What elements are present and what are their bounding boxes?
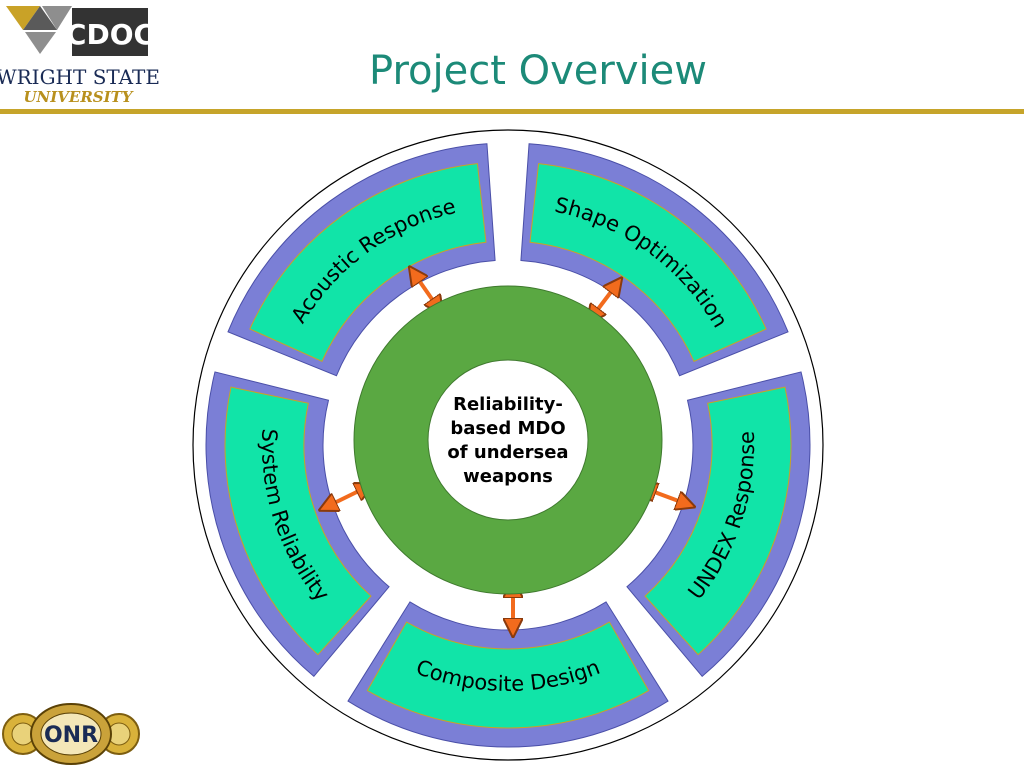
- triangle-emblem-icon: [6, 6, 72, 54]
- wright-state-cdoc-logo: CDOC WRIGHT STATE UNIVERSITY: [0, 6, 160, 106]
- center-text-line: of undersea: [447, 442, 568, 463]
- segment-fill: [529, 163, 767, 363]
- segment-shape-optimization: Shape Optimization: [520, 143, 789, 377]
- segment-fill: [366, 621, 650, 729]
- center-text-group: Reliability-based MDO of undersea weapons: [447, 394, 568, 487]
- segment-undex-response: UNDEX Response: [626, 371, 811, 678]
- hub-center: [427, 359, 589, 521]
- segment-acoustic-response: Acoustic Response: [227, 143, 496, 377]
- onr-wordmark: ONR: [44, 723, 98, 748]
- onr-sponsor-logo: ONR: [2, 703, 140, 765]
- segment-fill: [644, 386, 792, 656]
- segment-system-reliability: System Reliability: [205, 371, 390, 678]
- center-text-line: weapons: [463, 466, 553, 487]
- cdoc-wordmark: CDOC: [66, 18, 154, 51]
- segment-fill: [249, 163, 487, 363]
- segment-fill: [224, 386, 372, 656]
- center-text-line: based MDO: [450, 418, 565, 439]
- institution-line1: WRIGHT STATE: [0, 65, 160, 89]
- center-text-line: Reliability-: [453, 394, 563, 415]
- segment-composite-design: Composite Design: [347, 601, 669, 748]
- institution-line2: UNIVERSITY: [23, 88, 133, 106]
- title-rule: [0, 109, 1024, 114]
- cdoc-wordmark-bg: [72, 8, 148, 56]
- slide-title: Project Overview: [369, 48, 707, 94]
